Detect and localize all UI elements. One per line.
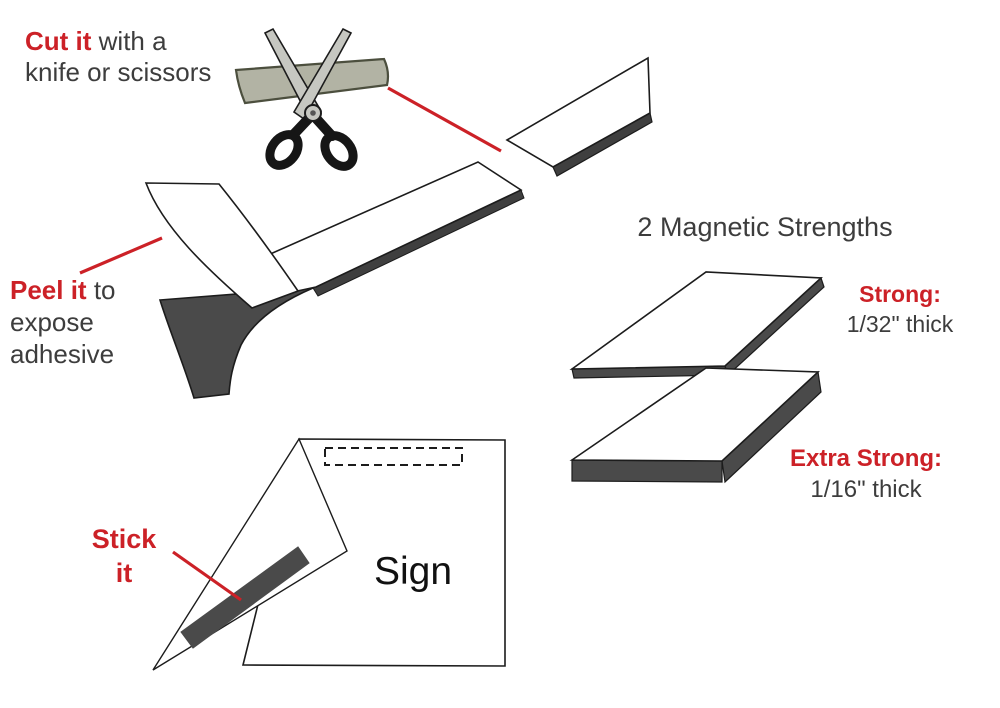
strong-strip bbox=[569, 271, 825, 379]
cut-pointer-line bbox=[387, 86, 502, 153]
strength-strips bbox=[569, 271, 825, 484]
peel-illustration bbox=[79, 161, 525, 399]
peel-label-line2: expose bbox=[10, 307, 94, 337]
stick-label-line2: it bbox=[115, 558, 133, 588]
stick-label: Stick it bbox=[64, 522, 184, 590]
peel-emphasis: Peel it bbox=[10, 275, 87, 305]
cut-emphasis: Cut it bbox=[25, 26, 92, 56]
strong-label: Strong: 1/32" thick bbox=[820, 279, 980, 339]
peel-label-line3: adhesive bbox=[10, 339, 115, 369]
cut-label-line2: knife or scissors bbox=[25, 57, 212, 87]
dashed-strip-outline bbox=[324, 447, 463, 466]
cut-rest: with a bbox=[91, 26, 167, 56]
cut-pieces bbox=[79, 56, 653, 399]
liner-flap bbox=[144, 182, 300, 309]
strip-long-piece bbox=[249, 161, 523, 300]
peel-label: Peel it to expose adhesive bbox=[10, 274, 116, 370]
stick-label-line1: Stick bbox=[91, 524, 157, 554]
fold-flap bbox=[152, 437, 348, 671]
scissors-handle-right bbox=[320, 131, 358, 171]
magnet-curl bbox=[158, 287, 314, 399]
extra-strong-strip bbox=[569, 367, 822, 484]
magnet-strip-on-flap bbox=[180, 546, 310, 649]
peel-label-line1: Peel it to bbox=[10, 274, 116, 306]
scissors-handle-left bbox=[265, 130, 303, 170]
stick-pointer-line bbox=[172, 550, 242, 602]
sign-label: Sign bbox=[373, 550, 453, 593]
strong-name: Strong: bbox=[859, 281, 941, 307]
peel-pointer-line bbox=[79, 236, 163, 275]
scissors-icon bbox=[263, 27, 358, 171]
extra-strong-thickness: 1/16" thick bbox=[810, 476, 922, 503]
sign-illustration bbox=[152, 437, 506, 671]
cut-illustration bbox=[234, 27, 502, 171]
strengths-title: 2 Magnetic Strengths bbox=[637, 212, 893, 242]
strong-thickness: 1/32" thick bbox=[846, 311, 954, 337]
peel-rest: to bbox=[86, 275, 116, 305]
strip-cut-piece bbox=[505, 56, 653, 177]
extra-strong-label: Extra Strong: 1/16" thick bbox=[786, 443, 946, 505]
cut-label: Cut it with a knife or scissors bbox=[25, 26, 211, 88]
cut-label-line1: Cut it with a bbox=[25, 26, 211, 57]
extra-strong-name: Extra Strong: bbox=[789, 445, 942, 472]
